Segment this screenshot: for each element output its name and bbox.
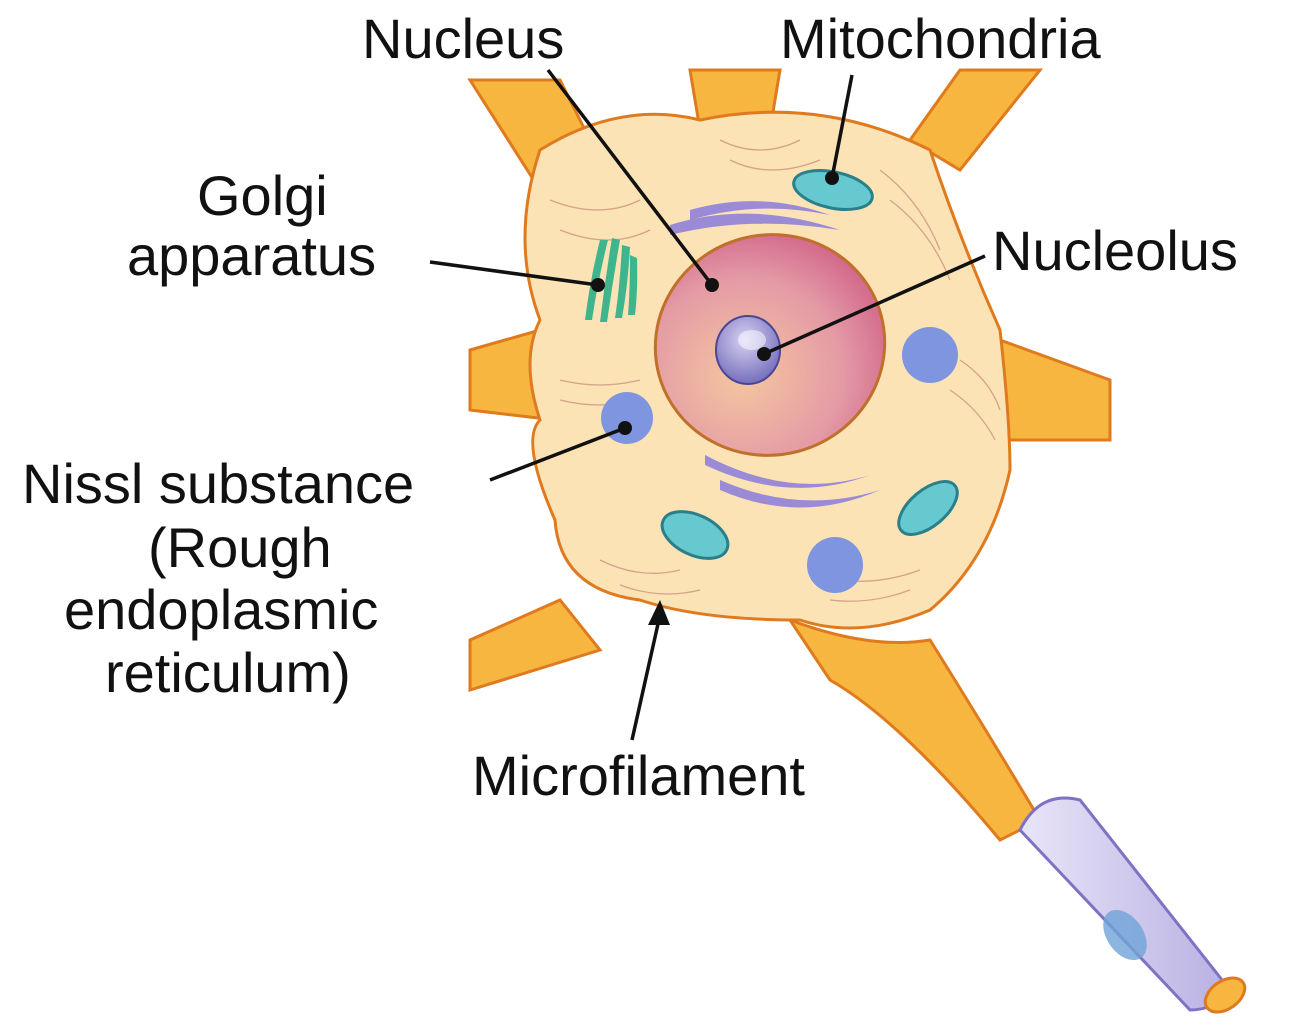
nissl-body: [807, 537, 863, 593]
label-golgi-line1: Golgi: [197, 164, 328, 227]
dendrite-right: [1000, 340, 1110, 440]
axon-hillock: [790, 620, 1040, 840]
dendrite-bottom-left: [470, 600, 600, 690]
label-golgi-line2: apparatus: [127, 224, 376, 287]
nissl-body: [902, 327, 958, 383]
label-nissl-line2: (Rough: [148, 516, 332, 579]
nissl-body: [601, 392, 653, 444]
axon: [1020, 798, 1251, 1019]
label-nissl-line1: Nissl substance: [22, 452, 414, 515]
myelin-sheath: [1020, 798, 1230, 1010]
label-nucleolus: Nucleolus: [992, 219, 1238, 282]
label-nissl-line4: reticulum): [105, 641, 351, 704]
nucleolus-highlight: [738, 330, 766, 350]
label-nucleus: Nucleus: [362, 7, 564, 70]
label-mitochondria: Mitochondria: [780, 7, 1101, 70]
leader-microfilament: [632, 615, 660, 740]
label-microfilament: Microfilament: [472, 744, 805, 807]
label-nissl-line3: endoplasmic: [64, 578, 378, 641]
